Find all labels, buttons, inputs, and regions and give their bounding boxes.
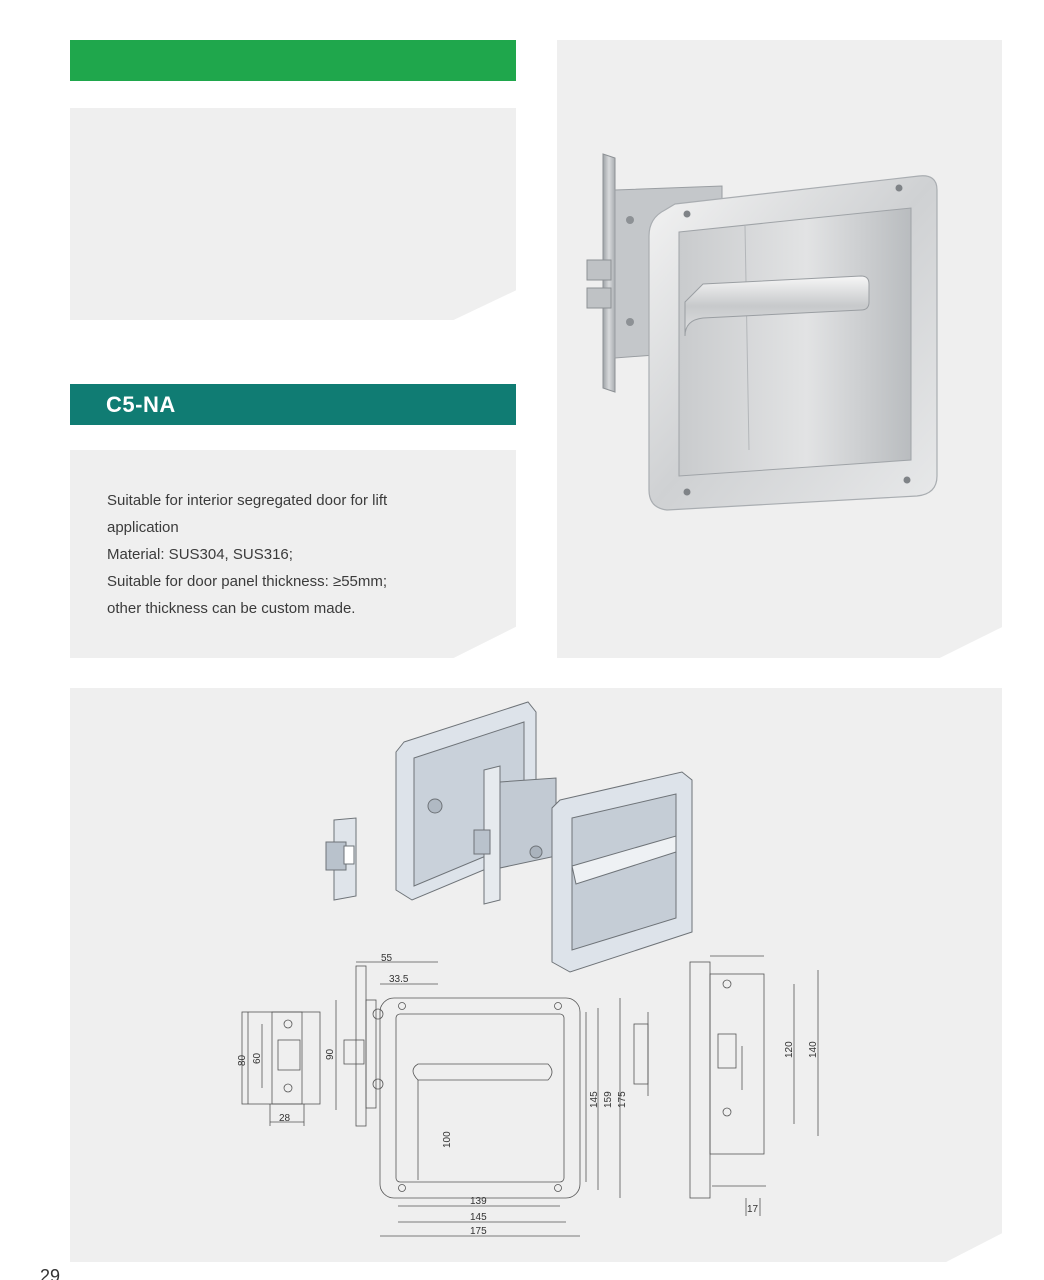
- model-title: C5-NA: [106, 391, 176, 417]
- dim-label: 175: [470, 1226, 487, 1237]
- top-accent-bar: [70, 40, 516, 81]
- blank-info-panel: [70, 108, 516, 320]
- dim-label: 140: [808, 1041, 819, 1058]
- dim-label: 28: [279, 1113, 291, 1124]
- dim-label: 120: [784, 1041, 795, 1058]
- page-number: 29: [40, 1266, 61, 1280]
- description-line: Suitable for door panel thickness: ≥55mm…: [107, 573, 388, 590]
- dim-label: 80: [237, 1054, 248, 1066]
- description-line: Material: SUS304, SUS316;: [107, 546, 293, 563]
- dim-label: 100: [442, 1131, 453, 1148]
- dim-label: 145: [589, 1091, 600, 1108]
- dim-label: 55: [381, 953, 393, 964]
- product-photo: [586, 153, 938, 511]
- dim-label: 33.5: [389, 974, 409, 985]
- product-description: Suitable for interior segregated door fo…: [107, 487, 507, 622]
- dimension-drawing: [241, 955, 819, 1237]
- dim-label: 175: [617, 1091, 628, 1108]
- dim-label: 139: [470, 1196, 487, 1207]
- exploded-view: [325, 701, 693, 973]
- dim-label: 90: [325, 1048, 336, 1060]
- dimension-labels: 55 33.5 90 80 60 28 100 139 145 175 145 …: [237, 953, 819, 1237]
- dim-label: 60: [252, 1052, 263, 1064]
- dim-label: 145: [470, 1212, 487, 1223]
- dim-label: 159: [603, 1091, 614, 1108]
- description-line: application: [107, 519, 179, 536]
- description-line: other thickness can be custom made.: [107, 600, 356, 617]
- description-line: Suitable for interior segregated door fo…: [107, 492, 388, 509]
- dim-label: 17: [747, 1204, 759, 1215]
- description-panel: [70, 450, 516, 658]
- model-title-bar: C5-NA: [70, 384, 516, 425]
